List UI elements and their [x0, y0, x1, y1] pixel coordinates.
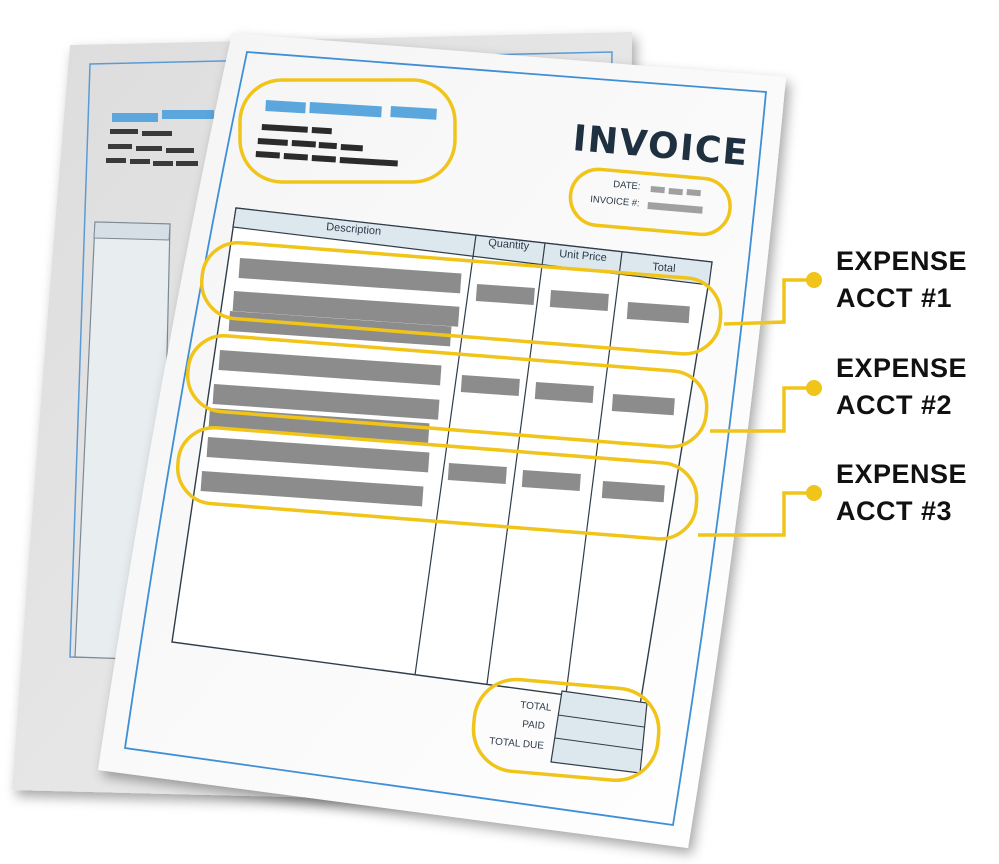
column-header-description: Description — [326, 221, 382, 238]
row-2-highlight — [186, 333, 709, 449]
connector-3-dot — [806, 485, 822, 501]
row-1-highlight — [200, 240, 723, 356]
date-invoice-highlight — [568, 167, 732, 237]
total-due-label: TOTAL DUE — [489, 736, 545, 752]
callout-expense-acct-3: EXPENSE ACCT #3 — [836, 456, 967, 530]
totals-block: TOTAL PAID TOTAL DUE — [489, 690, 648, 774]
company-header-bars — [255, 100, 437, 167]
front-invoice-page: INVOICE DATE: INVOICE #: Description — [98, 33, 786, 848]
company-info-highlight — [238, 78, 457, 184]
connector-1 — [723, 278, 812, 326]
invoice-number-label: INVOICE #: — [590, 194, 640, 209]
column-header-unit-price: Unit Price — [559, 248, 608, 264]
callout-1-line-2: ACCT #1 — [836, 283, 953, 313]
callout-2-line-2: ACCT #2 — [836, 390, 953, 420]
line-item-row-1 — [228, 258, 690, 347]
back-page-header-bars — [106, 110, 214, 166]
paid-label: PAID — [522, 719, 545, 732]
date-invoice-number-block: DATE: INVOICE #: — [590, 179, 703, 214]
connector-1-dot — [806, 272, 822, 288]
callout-2-line-1: EXPENSE — [836, 353, 968, 383]
row-3-highlight — [176, 425, 699, 541]
callout-connectors — [698, 272, 822, 537]
line-item-row-2 — [208, 350, 675, 444]
line-items-table: Description Quantity Unit Price Total — [171, 207, 713, 706]
column-header-quantity: Quantity — [488, 237, 530, 253]
callout-expense-acct-1: EXPENSE ACCT #1 — [836, 243, 967, 317]
callout-3-line-1: EXPENSE — [836, 459, 968, 489]
total-label: TOTAL — [520, 700, 553, 714]
totals-highlight — [471, 677, 661, 783]
highlight-outlines — [176, 78, 732, 783]
connector-2 — [710, 386, 812, 433]
callout-3-line-2: ACCT #3 — [836, 496, 953, 526]
column-header-total: Total — [652, 261, 676, 275]
connector-3 — [698, 491, 812, 537]
line-item-row-3 — [200, 437, 665, 507]
callout-1-line-1: EXPENSE — [836, 246, 968, 276]
callout-expense-acct-2: EXPENSE ACCT #2 — [836, 350, 967, 424]
date-label: DATE: — [613, 179, 641, 192]
connector-2-dot — [806, 380, 822, 396]
